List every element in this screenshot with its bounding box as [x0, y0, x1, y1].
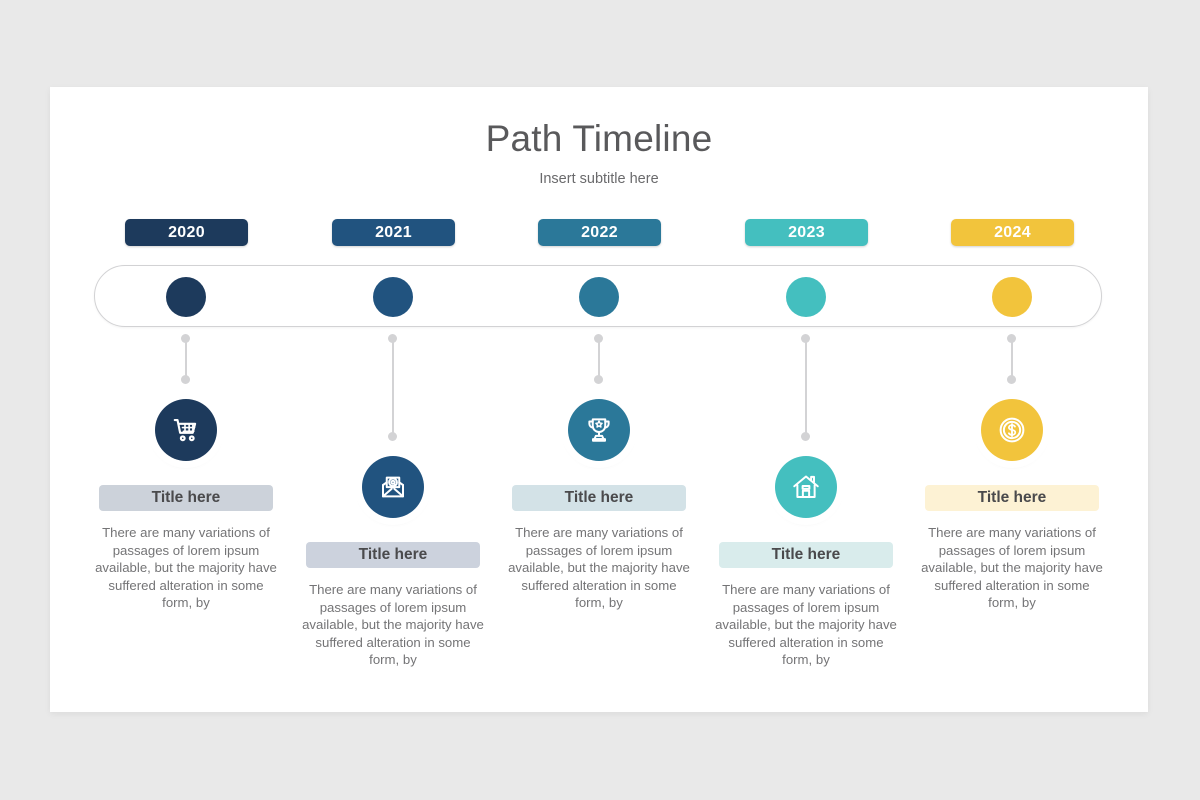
connector-line	[597, 338, 600, 380]
timeline-node-2023[interactable]	[786, 277, 826, 317]
shopping-cart-icon	[171, 415, 201, 445]
connector-dot-top	[388, 334, 397, 343]
connector-line	[184, 338, 187, 380]
step-body-2022: There are many variations of passages of…	[508, 525, 690, 610]
timeline-node-2020[interactable]	[166, 277, 206, 317]
step-title-2021: Title here	[306, 542, 480, 568]
connector-2020	[181, 334, 190, 384]
page-title: Path Timeline	[485, 118, 713, 159]
connector-dot-bottom	[388, 432, 397, 441]
connector-dot-top	[1007, 334, 1016, 343]
step-body-2020: There are many variations of passages of…	[95, 525, 277, 610]
connector-dot-bottom	[181, 375, 190, 384]
timeline-node-2021[interactable]	[373, 277, 413, 317]
timeline-node-2024[interactable]	[992, 277, 1032, 317]
step-body-2021: There are many variations of passages of…	[302, 582, 484, 667]
connector-2021	[388, 334, 397, 441]
year-badge-2020[interactable]: 2020	[125, 219, 248, 246]
timeline-node-2022[interactable]	[579, 277, 619, 317]
connector-2024	[1007, 334, 1016, 384]
icon-circle-2020[interactable]	[155, 399, 217, 461]
connector-2022	[594, 334, 603, 384]
icon-circle-2024[interactable]	[981, 399, 1043, 461]
year-badge-2021[interactable]: 2021	[332, 219, 455, 246]
slide-canvas: Path Timeline Insert subtitle here 2020 …	[50, 87, 1148, 712]
page-subtitle: Insert subtitle here	[539, 171, 659, 187]
connector-dot-bottom	[1007, 375, 1016, 384]
year-badge-2022[interactable]: 2022	[538, 219, 661, 246]
connector-line	[391, 338, 394, 437]
step-title-2020: Title here	[99, 485, 273, 511]
connector-dot-top	[594, 334, 603, 343]
connector-dot-top	[181, 334, 190, 343]
email-at-icon	[378, 472, 408, 502]
trophy-icon	[584, 415, 614, 445]
connector-dot-bottom	[801, 432, 810, 441]
connector-line	[1010, 338, 1013, 380]
connector-dot-bottom	[594, 375, 603, 384]
year-badge-2024[interactable]: 2024	[951, 219, 1074, 246]
dollar-coin-icon	[997, 415, 1027, 445]
connector-2023	[801, 334, 810, 441]
step-title-2024: Title here	[925, 485, 1099, 511]
icon-circle-2021[interactable]	[362, 456, 424, 518]
step-body-2023: There are many variations of passages of…	[715, 582, 897, 667]
home-icon	[791, 472, 821, 502]
step-title-2023: Title here	[719, 542, 893, 568]
step-body-2024: There are many variations of passages of…	[921, 525, 1103, 610]
connector-dot-top	[801, 334, 810, 343]
icon-circle-2023[interactable]	[775, 456, 837, 518]
connector-line	[804, 338, 807, 437]
year-badge-2023[interactable]: 2023	[745, 219, 868, 246]
icon-circle-2022[interactable]	[568, 399, 630, 461]
step-title-2022: Title here	[512, 485, 686, 511]
